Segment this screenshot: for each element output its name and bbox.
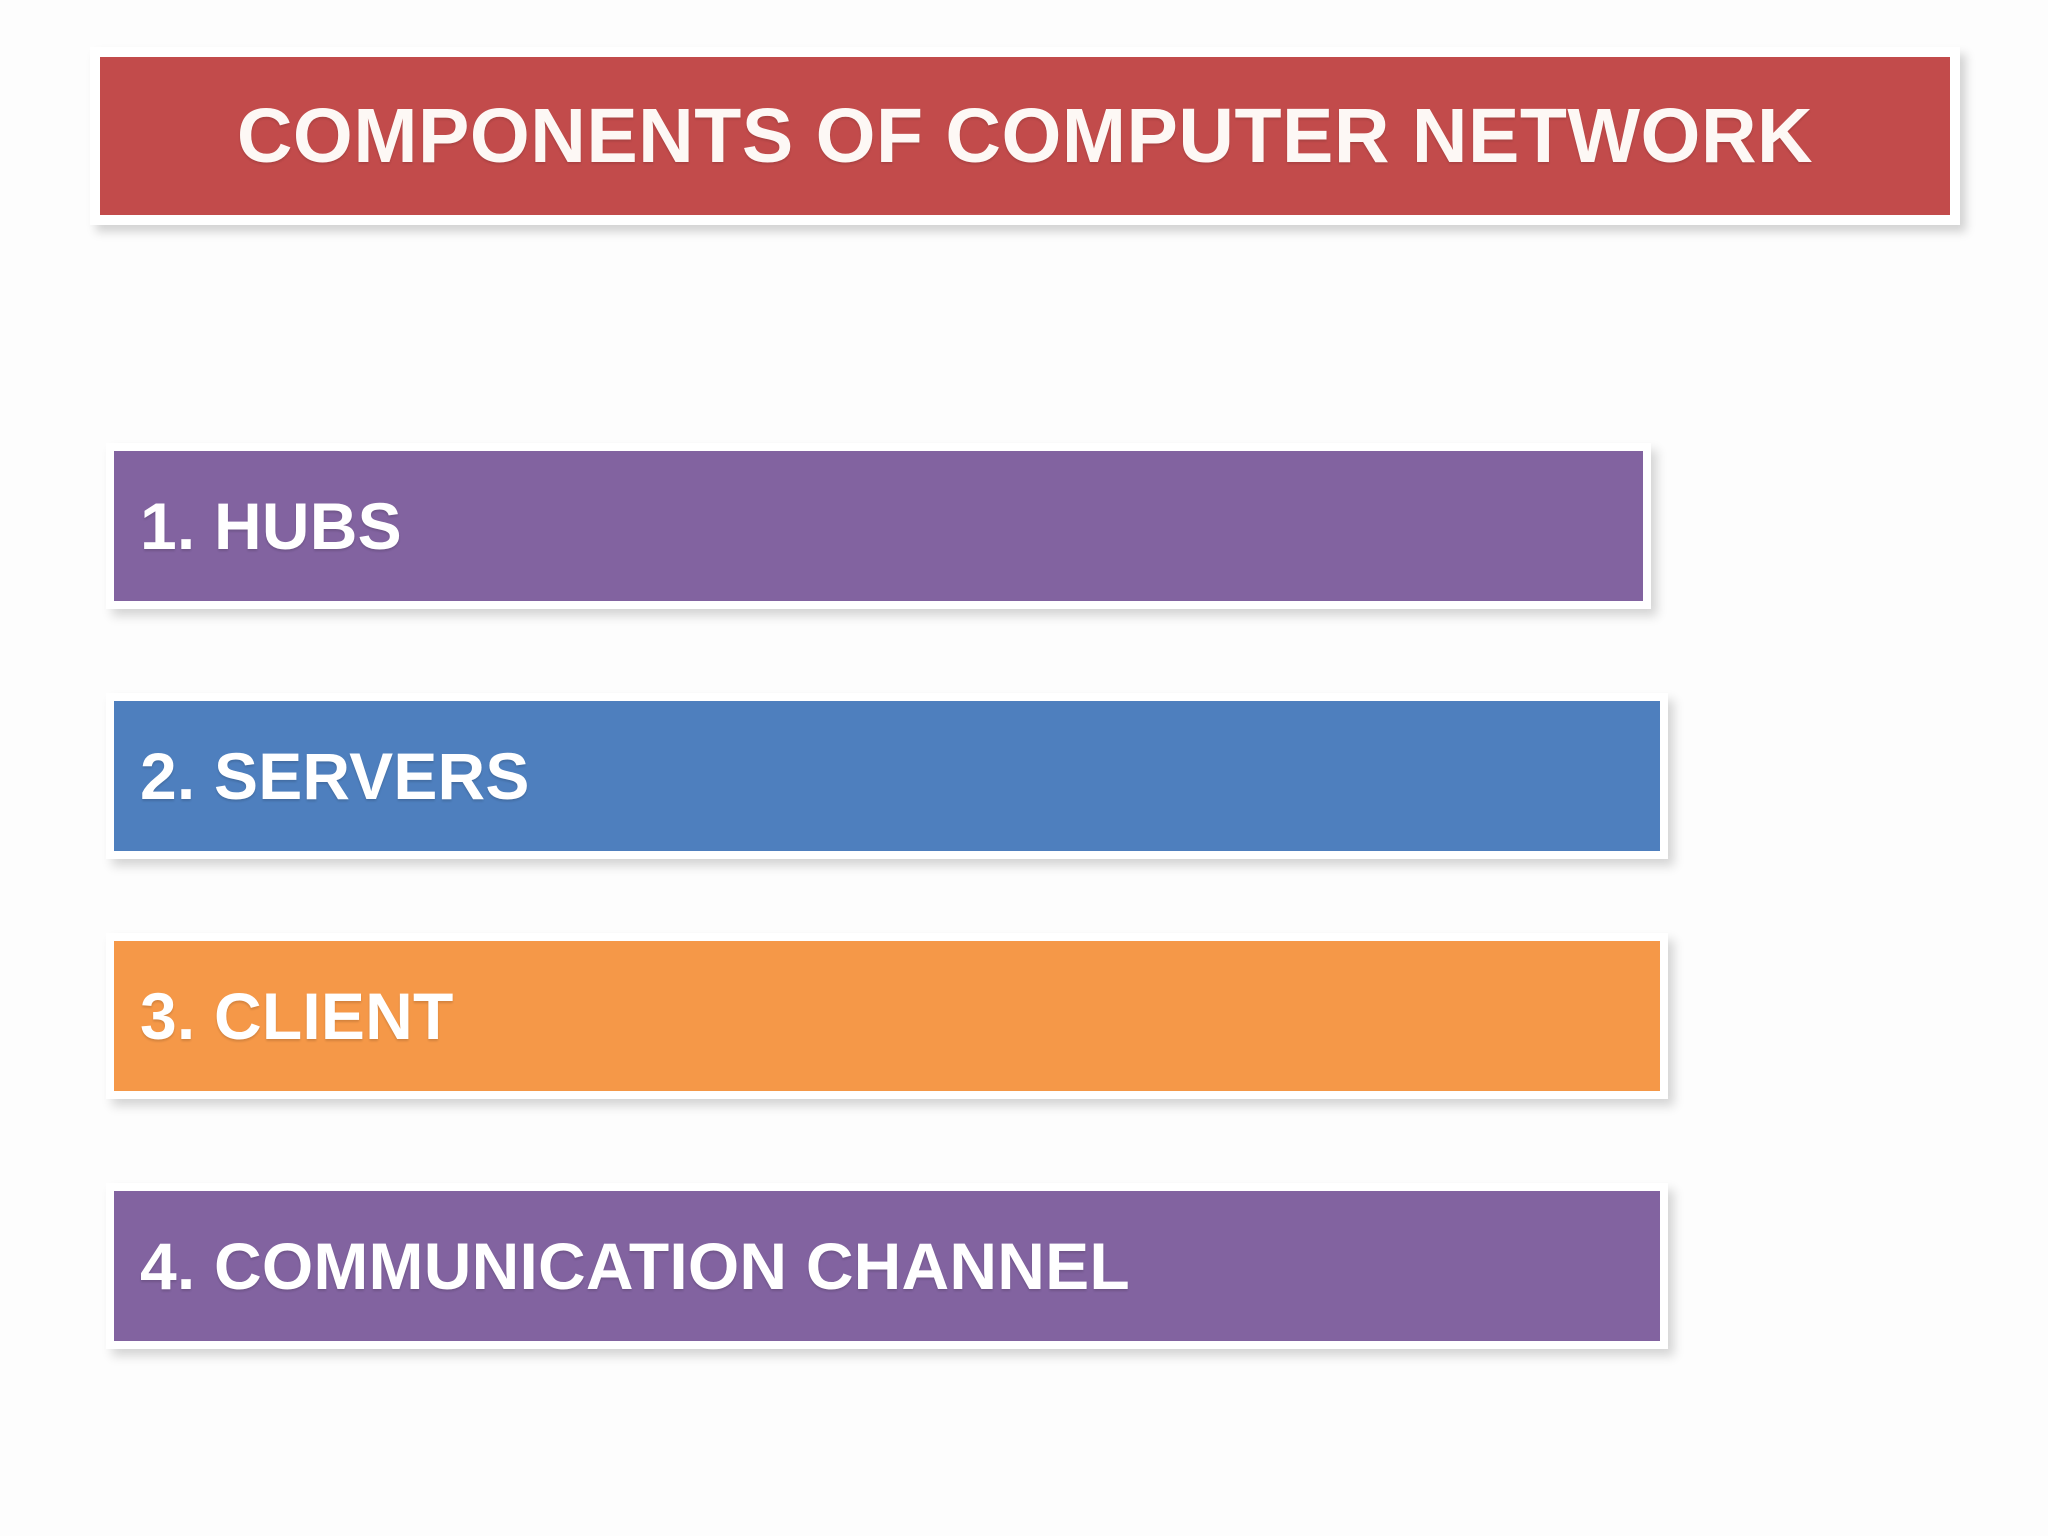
component-item-fill: 2. SERVERS: [114, 701, 1660, 851]
component-item-hubs[interactable]: 1. HUBS: [106, 443, 1651, 609]
component-item-fill: 4. COMMUNICATION CHANNEL: [114, 1191, 1660, 1341]
component-item-servers[interactable]: 2. SERVERS: [106, 693, 1668, 859]
component-item-client[interactable]: 3. CLIENT: [106, 933, 1668, 1099]
title-banner: COMPONENTS OF COMPUTER NETWORK: [90, 47, 1960, 225]
component-item-label: 4. COMMUNICATION CHANNEL: [140, 1229, 1130, 1303]
title-banner-fill: COMPONENTS OF COMPUTER NETWORK: [100, 57, 1950, 215]
component-item-communication-channel[interactable]: 4. COMMUNICATION CHANNEL: [106, 1183, 1668, 1349]
component-item-label: 1. HUBS: [140, 489, 402, 563]
component-item-label: 3. CLIENT: [140, 979, 454, 1053]
component-item-fill: 1. HUBS: [114, 451, 1643, 601]
component-item-fill: 3. CLIENT: [114, 941, 1660, 1091]
page-title: COMPONENTS OF COMPUTER NETWORK: [236, 92, 1814, 179]
component-item-label: 2. SERVERS: [140, 739, 530, 813]
